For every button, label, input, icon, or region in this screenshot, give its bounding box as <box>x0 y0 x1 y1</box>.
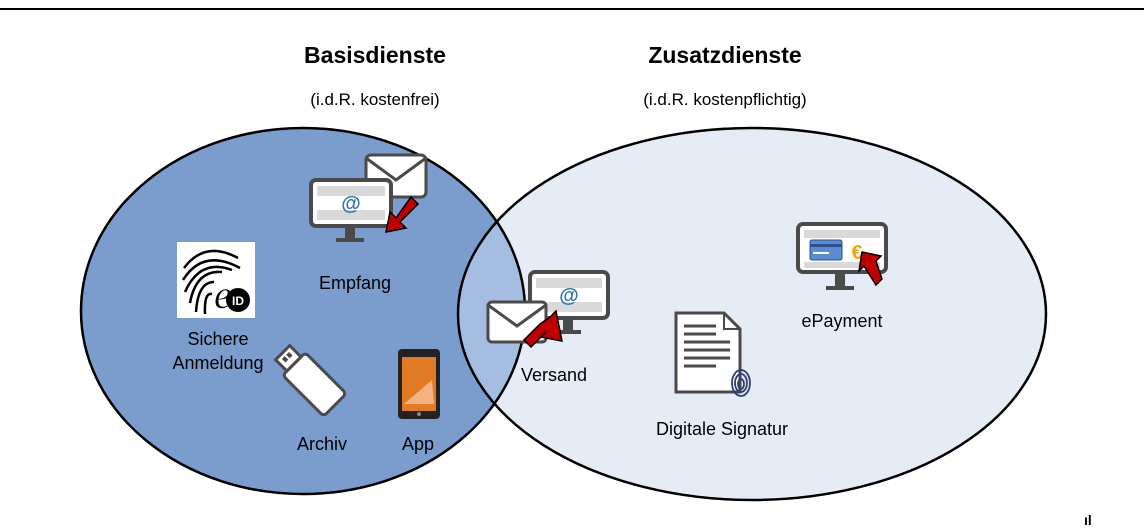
computer-mail-receive-icon: @ <box>309 153 428 242</box>
svg-text:e: e <box>214 272 232 317</box>
svg-text:ID: ID <box>232 294 244 308</box>
computer-card-euro-icon: € <box>796 222 888 290</box>
app-label: App <box>401 434 435 454</box>
computer-mail-send-icon: @ <box>486 270 610 349</box>
sichere-anmeldung-label: Sichere Anmeldung <box>158 327 278 375</box>
versand-label: Versand <box>520 365 588 385</box>
sichere-anmeldung-line1: Sichere <box>187 329 249 349</box>
svg-text:@: @ <box>559 285 579 307</box>
empfang-label: Empfang <box>318 273 392 293</box>
archiv-label: Archiv <box>296 434 347 454</box>
svg-text:€: € <box>851 242 862 264</box>
zusatz-subheading: (i.d.R. kostenpflichtig) <box>643 90 807 109</box>
svg-text:@: @ <box>341 193 361 215</box>
basis-heading: Basisdienste <box>304 42 446 68</box>
usb-stick-icon <box>273 343 347 417</box>
basis-subheading: (i.d.R. kostenfrei) <box>310 90 440 109</box>
eid-fingerprint-icon: e ID <box>177 242 255 318</box>
zusatz-heading: Zusatzdienste <box>648 42 802 68</box>
epayment-label: ePayment <box>801 311 883 331</box>
zusatz-circle <box>458 128 1046 500</box>
smartphone-app-icon <box>398 349 440 419</box>
document-fingerprint-icon <box>674 311 751 397</box>
top-divider-line <box>0 8 1144 10</box>
corner-mark: ıl <box>1084 512 1092 528</box>
digitale-signatur-label: Digitale Signatur <box>655 419 789 439</box>
sichere-anmeldung-line2: Anmeldung <box>172 353 264 373</box>
